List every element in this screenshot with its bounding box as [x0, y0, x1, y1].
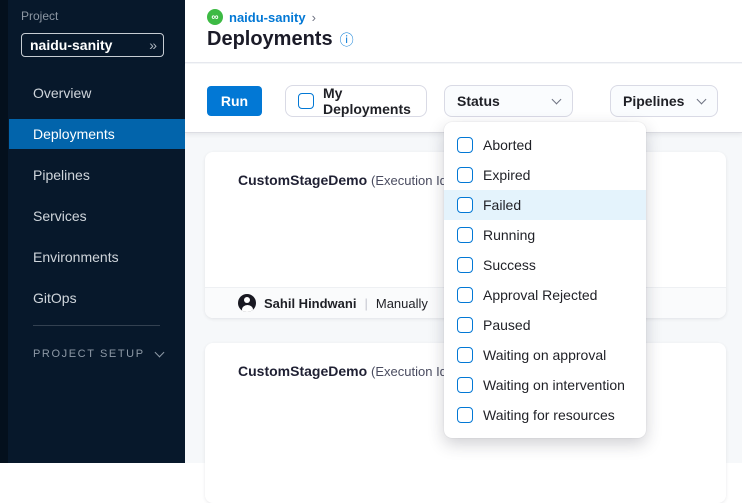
status-filter-menu: Aborted Expired Failed Running Success A…: [444, 122, 646, 438]
chevron-down-icon: [696, 94, 707, 104]
checkbox-icon[interactable]: [457, 317, 473, 333]
status-option-label: Waiting on approval: [483, 347, 607, 363]
pipeline-name[interactable]: CustomStageDemo: [238, 363, 368, 379]
status-option-success[interactable]: Success: [444, 250, 646, 280]
project-label: Project: [21, 9, 59, 23]
app-root: { "sidebar": { "project_label": "Project…: [0, 0, 742, 463]
status-option-waiting-for-resources[interactable]: Waiting for resources: [444, 400, 646, 430]
status-option-paused[interactable]: Paused: [444, 310, 646, 340]
status-option-label: Expired: [483, 167, 531, 183]
status-option-label: Approval Rejected: [483, 287, 598, 303]
status-option-label: Success: [483, 257, 536, 273]
project-selector[interactable]: naidu-sanity »: [21, 33, 164, 57]
sidebar-item-label: Environments: [33, 249, 119, 265]
execution-id-text: (Execution Id: [371, 364, 447, 379]
checkbox-icon[interactable]: [298, 93, 314, 109]
sidebar-item-label: Pipelines: [33, 167, 90, 183]
status-option-waiting-on-approval[interactable]: Waiting on approval: [444, 340, 646, 370]
project-setup-label: PROJECT SETUP: [33, 348, 145, 360]
breadcrumb: ∞ naidu-sanity ›: [207, 9, 316, 25]
page-title-row: Deployments ⓘ: [207, 28, 354, 51]
status-filter-select[interactable]: Status: [444, 85, 573, 117]
cd-module-icon: ∞: [207, 9, 223, 25]
sidebar-divider: [33, 325, 160, 326]
chevron-down-icon: [551, 94, 562, 104]
status-option-expired[interactable]: Expired: [444, 160, 646, 190]
status-option-label: Aborted: [483, 137, 533, 153]
status-option-aborted[interactable]: Aborted: [444, 130, 646, 160]
pipelines-filter-select[interactable]: Pipelines: [610, 85, 718, 117]
expand-project-icon[interactable]: »: [149, 37, 157, 53]
toolbar: Run My Deployments Status Pipelines: [185, 64, 742, 133]
sidebar: Project naidu-sanity » Overview Deployme…: [0, 0, 185, 463]
chevron-down-icon: [154, 347, 165, 358]
run-button[interactable]: Run: [207, 86, 262, 116]
checkbox-icon[interactable]: [457, 167, 473, 183]
project-setup-toggle[interactable]: PROJECT SETUP: [33, 347, 165, 360]
pipelines-filter-label: Pipelines: [623, 93, 685, 109]
deployment-title: CustomStageDemo (Execution Id: [238, 172, 447, 188]
status-option-waiting-on-intervention[interactable]: Waiting on intervention: [444, 370, 646, 400]
sidebar-item-pipelines[interactable]: Pipelines: [9, 160, 185, 190]
user-avatar-icon: [238, 294, 256, 312]
project-name: naidu-sanity: [30, 37, 113, 53]
checkbox-icon[interactable]: [457, 197, 473, 213]
checkbox-icon[interactable]: [457, 347, 473, 363]
status-option-approval-rejected[interactable]: Approval Rejected: [444, 280, 646, 310]
checkbox-icon[interactable]: [457, 137, 473, 153]
status-option-failed[interactable]: Failed: [444, 190, 646, 220]
checkbox-icon[interactable]: [457, 257, 473, 273]
status-option-label: Paused: [483, 317, 531, 333]
page-header: ∞ naidu-sanity › Deployments ⓘ: [185, 0, 742, 63]
status-option-label: Waiting for resources: [483, 407, 615, 423]
breadcrumb-project-link[interactable]: naidu-sanity: [229, 9, 306, 25]
status-filter-label: Status: [457, 93, 500, 109]
sidebar-item-label: Services: [33, 208, 87, 224]
pipeline-name[interactable]: CustomStageDemo: [238, 172, 368, 188]
checkbox-icon[interactable]: [457, 287, 473, 303]
sidebar-item-services[interactable]: Services: [9, 201, 185, 231]
triggered-by: Sahil Hindwani: [264, 295, 357, 311]
my-deployments-filter[interactable]: My Deployments: [285, 85, 427, 117]
execution-id-text: (Execution Id: [371, 173, 447, 188]
status-option-label: Waiting on intervention: [483, 377, 625, 393]
sidebar-item-gitops[interactable]: GitOps: [9, 283, 185, 313]
sidebar-item-deployments[interactable]: Deployments: [9, 119, 185, 149]
status-option-label: Failed: [483, 197, 522, 213]
sidebar-item-label: Deployments: [33, 126, 115, 142]
deployment-title: CustomStageDemo (Execution Id: [238, 363, 447, 379]
page-title: Deployments: [207, 28, 333, 50]
sidebar-item-label: GitOps: [33, 290, 77, 306]
sidebar-item-label: Overview: [33, 85, 92, 101]
checkbox-icon[interactable]: [457, 407, 473, 423]
sidebar-nav: Overview Deployments Pipelines Services …: [9, 78, 185, 324]
checkbox-icon[interactable]: [457, 377, 473, 393]
info-icon[interactable]: ⓘ: [339, 31, 354, 48]
trigger-type: Manually: [375, 295, 428, 311]
sidebar-item-environments[interactable]: Environments: [9, 242, 185, 272]
sidebar-item-overview[interactable]: Overview: [9, 78, 185, 108]
status-option-running[interactable]: Running: [444, 220, 646, 250]
status-option-label: Running: [483, 227, 536, 243]
separator: |: [364, 295, 368, 311]
my-deployments-label: My Deployments: [323, 85, 411, 117]
main-content: ∞ naidu-sanity › Deployments ⓘ Run My De…: [185, 0, 742, 503]
checkbox-icon[interactable]: [457, 227, 473, 243]
module-rail: [0, 0, 8, 463]
chevron-right-icon: ›: [311, 9, 316, 25]
